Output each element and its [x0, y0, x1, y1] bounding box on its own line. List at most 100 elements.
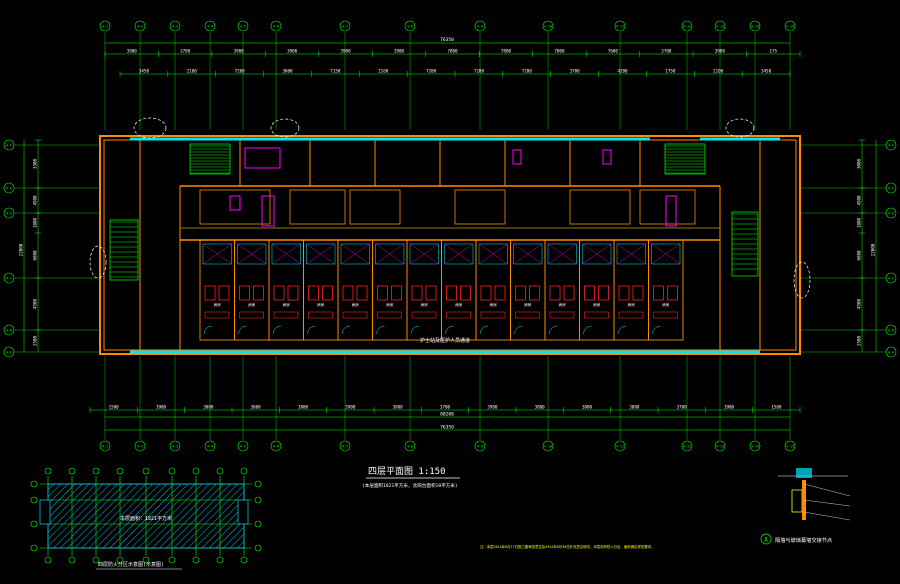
dim-left-total: 22000 — [19, 243, 24, 256]
dim-top-total: 76350 — [440, 37, 454, 43]
dim-bottom-row1: 3800 — [393, 405, 404, 410]
key-axis-bubble — [116, 556, 124, 564]
bed — [342, 285, 354, 301]
detail-title: 隔墙与玻璃幕墙交接节点 — [775, 536, 832, 544]
main-subtitle: (本层面积1821平方米，含阳台面积10平方米) — [362, 482, 458, 489]
key-plan-area: 本层面积：1821平方米 — [120, 515, 172, 522]
dim-top-row1: 3900 — [394, 49, 405, 54]
axis-label-left: 4-F — [6, 143, 12, 147]
axis-bubble-left — [3, 207, 15, 219]
bathroom — [547, 243, 577, 265]
room-label: 病房 — [455, 302, 463, 307]
key-axis-bubble — [44, 556, 52, 564]
axis-bubble-left — [3, 324, 15, 336]
bed-table — [342, 311, 368, 319]
dim-bottom-row1: 3900 — [724, 405, 735, 410]
axis-label-bottom: 4-9 — [477, 445, 483, 449]
axis-label-left: 4-C — [6, 276, 12, 280]
axis-label-right: 4-B — [888, 328, 894, 332]
building-outline — [99, 135, 801, 355]
dim-left: 4500 — [33, 298, 38, 309]
dim-right: 4500 — [857, 298, 862, 309]
dim-top-row1: 7800 — [554, 49, 565, 54]
axis-bubble-top — [404, 20, 416, 32]
dim-bottom-row1: 3900 — [345, 405, 356, 410]
axis-bubble-bottom — [270, 440, 282, 452]
axis-bubble-bottom — [784, 440, 796, 452]
axis-bubble-bottom — [474, 440, 486, 452]
bed-table — [515, 311, 540, 319]
bed-table — [308, 311, 333, 319]
dim-top-row1: 175 — [769, 49, 777, 54]
door-swing — [479, 325, 489, 335]
bathroom — [651, 243, 681, 265]
axis-label-top: 4-15 — [786, 25, 794, 29]
door-swing — [272, 325, 282, 335]
axis-label-top: 4-4 — [207, 25, 213, 29]
bed — [308, 285, 319, 301]
axis-bubble-right — [885, 182, 897, 194]
door-swing — [238, 325, 247, 335]
key-axis-bubble — [68, 556, 76, 564]
door-swing — [514, 325, 523, 335]
dim-bottom-row1: 3800 — [203, 405, 214, 410]
axis-label-right: 4-C — [888, 276, 894, 280]
key-axis-bubble — [254, 496, 262, 504]
dim-bottom-row1: 3800 — [582, 405, 593, 410]
bed-table — [273, 311, 299, 319]
axis-label-bottom: 4-12 — [683, 445, 691, 449]
door-swing — [617, 325, 627, 335]
axis-bubble-top — [134, 20, 146, 32]
axis-label-top: 4-14 — [751, 25, 759, 29]
bed-table — [239, 311, 264, 319]
axis-bubble-top — [542, 20, 554, 32]
bed — [549, 285, 561, 301]
axis-label-bottom: 4-8 — [407, 445, 413, 449]
dim-right: 3000 — [857, 158, 862, 169]
dim-left: 6600 — [33, 250, 38, 261]
dim-top-row2: 7200 — [522, 69, 533, 74]
door-swing — [410, 325, 420, 335]
axis-bubble-bottom — [169, 440, 181, 452]
axis-bubble-top — [169, 20, 181, 32]
dim-bottom-row1: 1500 — [109, 405, 120, 410]
dim-bottom-row1: 3900 — [487, 405, 498, 410]
bed — [356, 285, 368, 301]
key-axis-bubble — [30, 520, 38, 528]
axis-bubble-bottom — [681, 440, 693, 452]
axis-label-bottom: 4-3 — [172, 445, 178, 449]
bed — [598, 285, 609, 301]
axis-bubble-top — [237, 20, 249, 32]
bed — [287, 285, 299, 301]
dim-top-row2: 7150 — [330, 69, 341, 74]
axis-label-top: 4-2 — [137, 25, 143, 29]
bathroom — [306, 243, 336, 265]
axis-label-top: 4-11 — [616, 25, 624, 29]
key-axis-bubble — [192, 556, 200, 564]
bed — [480, 285, 492, 301]
key-axis-bubble — [168, 467, 176, 475]
axis-label-bottom: 4-11 — [616, 445, 624, 449]
axis-bubble-top — [270, 20, 282, 32]
room-label: 病房 — [593, 302, 601, 307]
axis-label-bottom: 4-13 — [716, 445, 724, 449]
bed-table — [204, 311, 230, 319]
bed — [632, 285, 644, 301]
axis-bubble-right — [885, 272, 897, 284]
door-swing — [307, 325, 316, 335]
dim-left: 1800 — [33, 217, 38, 228]
axis-label-top: 4-13 — [716, 25, 724, 29]
axis-bubble-top — [339, 20, 351, 32]
dim-top-row2: 3700 — [570, 69, 581, 74]
key-axis-bubble — [168, 556, 176, 564]
axis-label-bottom: 4-7 — [342, 445, 348, 449]
bathroom — [444, 243, 474, 265]
dim-top-row2: 2100 — [187, 69, 198, 74]
dim-top-row2: 3450 — [139, 69, 150, 74]
bathroom — [271, 243, 301, 265]
dim-top-row2: 7200 — [426, 69, 437, 74]
axis-bubble-top — [784, 20, 796, 32]
axis-label-bottom: 4-4 — [207, 445, 213, 449]
dim-bottom-row1: 3800 — [298, 405, 309, 410]
